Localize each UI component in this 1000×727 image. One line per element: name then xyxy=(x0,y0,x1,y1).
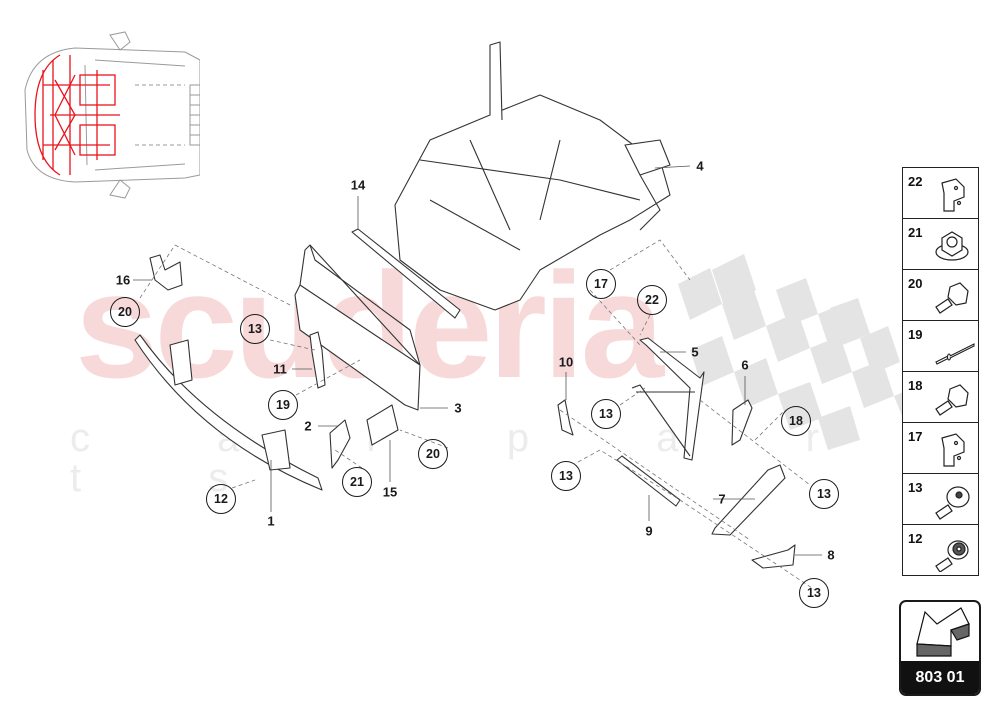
legend-number: 22 xyxy=(908,174,923,189)
legend-number: 21 xyxy=(908,225,923,240)
part-1-bumper-beam xyxy=(134,334,323,491)
hardware-bubble-19[interactable]: 19 xyxy=(268,390,298,420)
legend-item-12[interactable]: 12 xyxy=(903,525,978,576)
hardware-bubble-22[interactable]: 22 xyxy=(637,285,667,315)
callout-part-11[interactable]: 11 xyxy=(273,361,287,377)
bracket-clip-icon xyxy=(941,433,965,467)
callout-part-16[interactable]: 16 xyxy=(115,272,131,288)
part-9-bar xyxy=(616,455,681,507)
callout-part-4[interactable]: 4 xyxy=(696,158,704,174)
callout-part-7[interactable]: 7 xyxy=(718,491,726,507)
hardware-bubble-13[interactable]: 13 xyxy=(809,479,839,509)
hardware-bubble-18[interactable]: 18 xyxy=(781,406,811,436)
bracket-clip-icon xyxy=(941,178,965,212)
legend-item-21[interactable]: 21 xyxy=(903,219,978,270)
callout-part-5[interactable]: 5 xyxy=(691,344,699,360)
hardware-bubble-13[interactable]: 13 xyxy=(551,461,581,491)
legend-number: 13 xyxy=(908,480,923,495)
legend-item-20[interactable]: 20 xyxy=(903,270,978,321)
arrow-left-down-icon xyxy=(916,607,970,657)
callout-part-1[interactable]: 1 xyxy=(267,513,275,529)
hardware-bubble-21[interactable]: 21 xyxy=(342,467,372,497)
callout-part-9[interactable]: 9 xyxy=(645,523,653,539)
torx-pan-screw-icon xyxy=(935,486,970,520)
part-11-bracket xyxy=(309,331,326,389)
legend-number: 19 xyxy=(908,327,923,342)
legend-item-13[interactable]: 13 xyxy=(903,474,978,525)
legend-number: 17 xyxy=(908,429,923,444)
part-14-bar xyxy=(351,228,461,319)
legend-item-19[interactable]: 19 xyxy=(903,321,978,372)
legend-number: 18 xyxy=(908,378,923,393)
callout-part-15[interactable]: 15 xyxy=(382,484,398,500)
locator-car-thumbnail xyxy=(24,31,200,199)
part-8-bracket xyxy=(751,544,796,569)
checkered-flag-watermark xyxy=(678,254,930,450)
torx-washer-screw-icon xyxy=(935,540,969,572)
callout-part-2[interactable]: 2 xyxy=(304,418,312,434)
part-7-bracket xyxy=(711,464,786,536)
next-page-button[interactable]: 803 01 xyxy=(899,600,981,696)
callout-part-10[interactable]: 10 xyxy=(558,354,574,370)
hardware-bubble-13[interactable]: 13 xyxy=(799,578,829,608)
hardware-bubble-12[interactable]: 12 xyxy=(206,484,236,514)
flange-nut-icon xyxy=(935,231,969,261)
callout-part-6[interactable]: 6 xyxy=(741,357,749,373)
callout-part-8[interactable]: 8 xyxy=(827,547,835,563)
hex-flange-bolt-icon xyxy=(935,282,969,314)
legend-number: 12 xyxy=(908,531,923,546)
hardware-bubble-17[interactable]: 17 xyxy=(586,269,616,299)
part-6-bracket xyxy=(731,399,753,446)
part-16-bracket xyxy=(149,254,183,291)
legend-item-22[interactable]: 22 xyxy=(903,168,978,219)
page-reference-number: 803 01 xyxy=(901,661,979,694)
hardware-bubble-20[interactable]: 20 xyxy=(418,439,448,469)
part-2-bracket xyxy=(329,419,351,469)
part-10-bracket xyxy=(557,399,574,436)
part-15-block xyxy=(366,404,399,446)
hardware-bubble-13[interactable]: 13 xyxy=(240,314,270,344)
hex-flange-bolt-icon xyxy=(935,384,969,416)
blind-rivet-icon xyxy=(935,343,975,365)
legend-item-18[interactable]: 18 xyxy=(903,372,978,423)
part-4-front-frame xyxy=(394,94,671,311)
callout-part-3[interactable]: 3 xyxy=(454,400,462,416)
legend-number: 20 xyxy=(908,276,923,291)
hardware-legend: 22 21 20 19 18 17 13 12 xyxy=(902,167,979,576)
callout-part-14[interactable]: 14 xyxy=(350,177,366,193)
part-5-a-frame xyxy=(639,337,705,461)
legend-item-17[interactable]: 17 xyxy=(903,423,978,474)
hardware-bubble-20[interactable]: 20 xyxy=(110,297,140,327)
hardware-bubble-13[interactable]: 13 xyxy=(591,399,621,429)
